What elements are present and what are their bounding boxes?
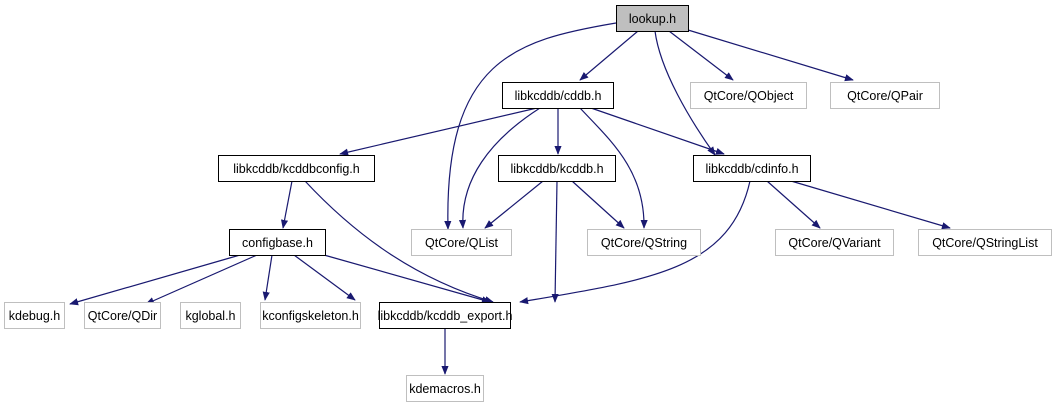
node-kcddb-export[interactable]: libkcddb/kcddb_export.h <box>378 302 513 329</box>
node-label: libkcddb/kcddb.h <box>510 162 603 176</box>
node-label: QtCore/QObject <box>704 89 794 103</box>
node-label: configbase.h <box>242 236 313 250</box>
node-label: QtCore/QString <box>601 236 687 250</box>
node-box <box>775 229 894 256</box>
node-cdinfo[interactable]: libkcddb/cdinfo.h <box>693 155 811 182</box>
node-box <box>218 155 375 182</box>
node-label: libkcddb/kcddb_export.h <box>378 309 513 323</box>
node-label: kdemacros.h <box>409 382 481 396</box>
edge-cddb-to-qlist <box>458 107 541 229</box>
edge-kcddb-to-qstring <box>571 180 625 229</box>
node-kconfigskeleton: kconfigskeleton.h <box>260 302 361 329</box>
node-label: libkcddb/cddb.h <box>515 89 602 103</box>
node-box <box>411 229 512 256</box>
edge-configbase-to-qdir <box>145 254 258 305</box>
node-box <box>180 302 241 329</box>
node-qlist: QtCore/QList <box>411 229 512 256</box>
edge-configbase-to-kdebug <box>69 254 241 306</box>
node-box <box>260 302 361 329</box>
node-box <box>502 82 614 109</box>
node-configbase[interactable]: configbase.h <box>229 229 326 256</box>
node-label: QtCore/QList <box>425 236 498 250</box>
node-box <box>4 302 65 329</box>
node-kglobal: kglobal.h <box>180 302 241 329</box>
node-kdebug: kdebug.h <box>4 302 65 329</box>
edge-kcddb-to-kcddb_export <box>551 180 559 303</box>
node-qstring: QtCore/QString <box>587 229 701 256</box>
edge-cddb-to-cdinfo <box>590 107 725 155</box>
edge-cdinfo-to-qvariant <box>766 180 821 229</box>
node-kdemacros: kdemacros.h <box>406 375 484 402</box>
node-cddb[interactable]: libkcddb/cddb.h <box>502 82 614 109</box>
node-box <box>587 229 701 256</box>
edge-lookup-to-qobject <box>668 30 734 81</box>
edge-cdinfo-to-qstringlist <box>790 180 951 230</box>
node-box <box>918 229 1052 256</box>
edge-configbase-to-kglobal <box>262 254 273 301</box>
node-kcddb[interactable]: libkcddb/kcddb.h <box>498 155 616 182</box>
node-label: QtCore/QStringList <box>932 236 1038 250</box>
node-kcddbconfig[interactable]: libkcddb/kcddbconfig.h <box>218 155 375 182</box>
node-qvariant: QtCore/QVariant <box>775 229 894 256</box>
node-box <box>830 82 940 109</box>
node-label: lookup.h <box>629 12 676 26</box>
node-box <box>379 302 511 329</box>
edge-cdinfo-to-kcddb_export <box>519 180 751 305</box>
node-box <box>498 155 616 182</box>
edge-configbase-to-kcddb_export <box>323 254 491 304</box>
node-box <box>229 229 326 256</box>
edges <box>69 22 951 375</box>
edge-lookup-to-cdinfo <box>654 30 716 156</box>
edge-cddb-to-qstring <box>579 107 648 229</box>
node-qdir: QtCore/QDir <box>84 302 161 329</box>
node-box <box>616 5 689 32</box>
edge-kcddbconfig-to-kcddb_export <box>304 180 494 304</box>
node-qstringlist: QtCore/QStringList <box>918 229 1052 256</box>
node-box <box>84 302 161 329</box>
edge-lookup-to-qpair <box>687 29 854 82</box>
edge-configbase-to-kconfigskeleton <box>293 254 356 301</box>
node-label: kconfigskeleton.h <box>262 309 359 323</box>
node-qobject: QtCore/QObject <box>690 82 807 109</box>
node-qpair: QtCore/QPair <box>830 82 940 109</box>
node-label: libkcddb/kcddbconfig.h <box>233 162 360 176</box>
node-lookup[interactable]: lookup.h <box>616 5 689 32</box>
edge-cddb-to-kcddbconfig <box>339 107 538 156</box>
node-label: QtCore/QDir <box>88 309 157 323</box>
node-label: kglobal.h <box>185 309 235 323</box>
edge-kcddb-to-qlist <box>484 180 544 229</box>
node-box <box>406 375 484 402</box>
edge-lookup-to-cddb <box>579 30 639 81</box>
node-label: QtCore/QPair <box>847 89 923 103</box>
edge-kcddbconfig-to-configbase <box>280 180 293 229</box>
node-label: libkcddb/cdinfo.h <box>705 162 798 176</box>
edge-lookup-to-qlist <box>444 22 617 230</box>
node-label: kdebug.h <box>9 309 60 323</box>
node-box <box>690 82 807 109</box>
node-label: QtCore/QVariant <box>788 236 881 250</box>
node-box <box>693 155 811 182</box>
